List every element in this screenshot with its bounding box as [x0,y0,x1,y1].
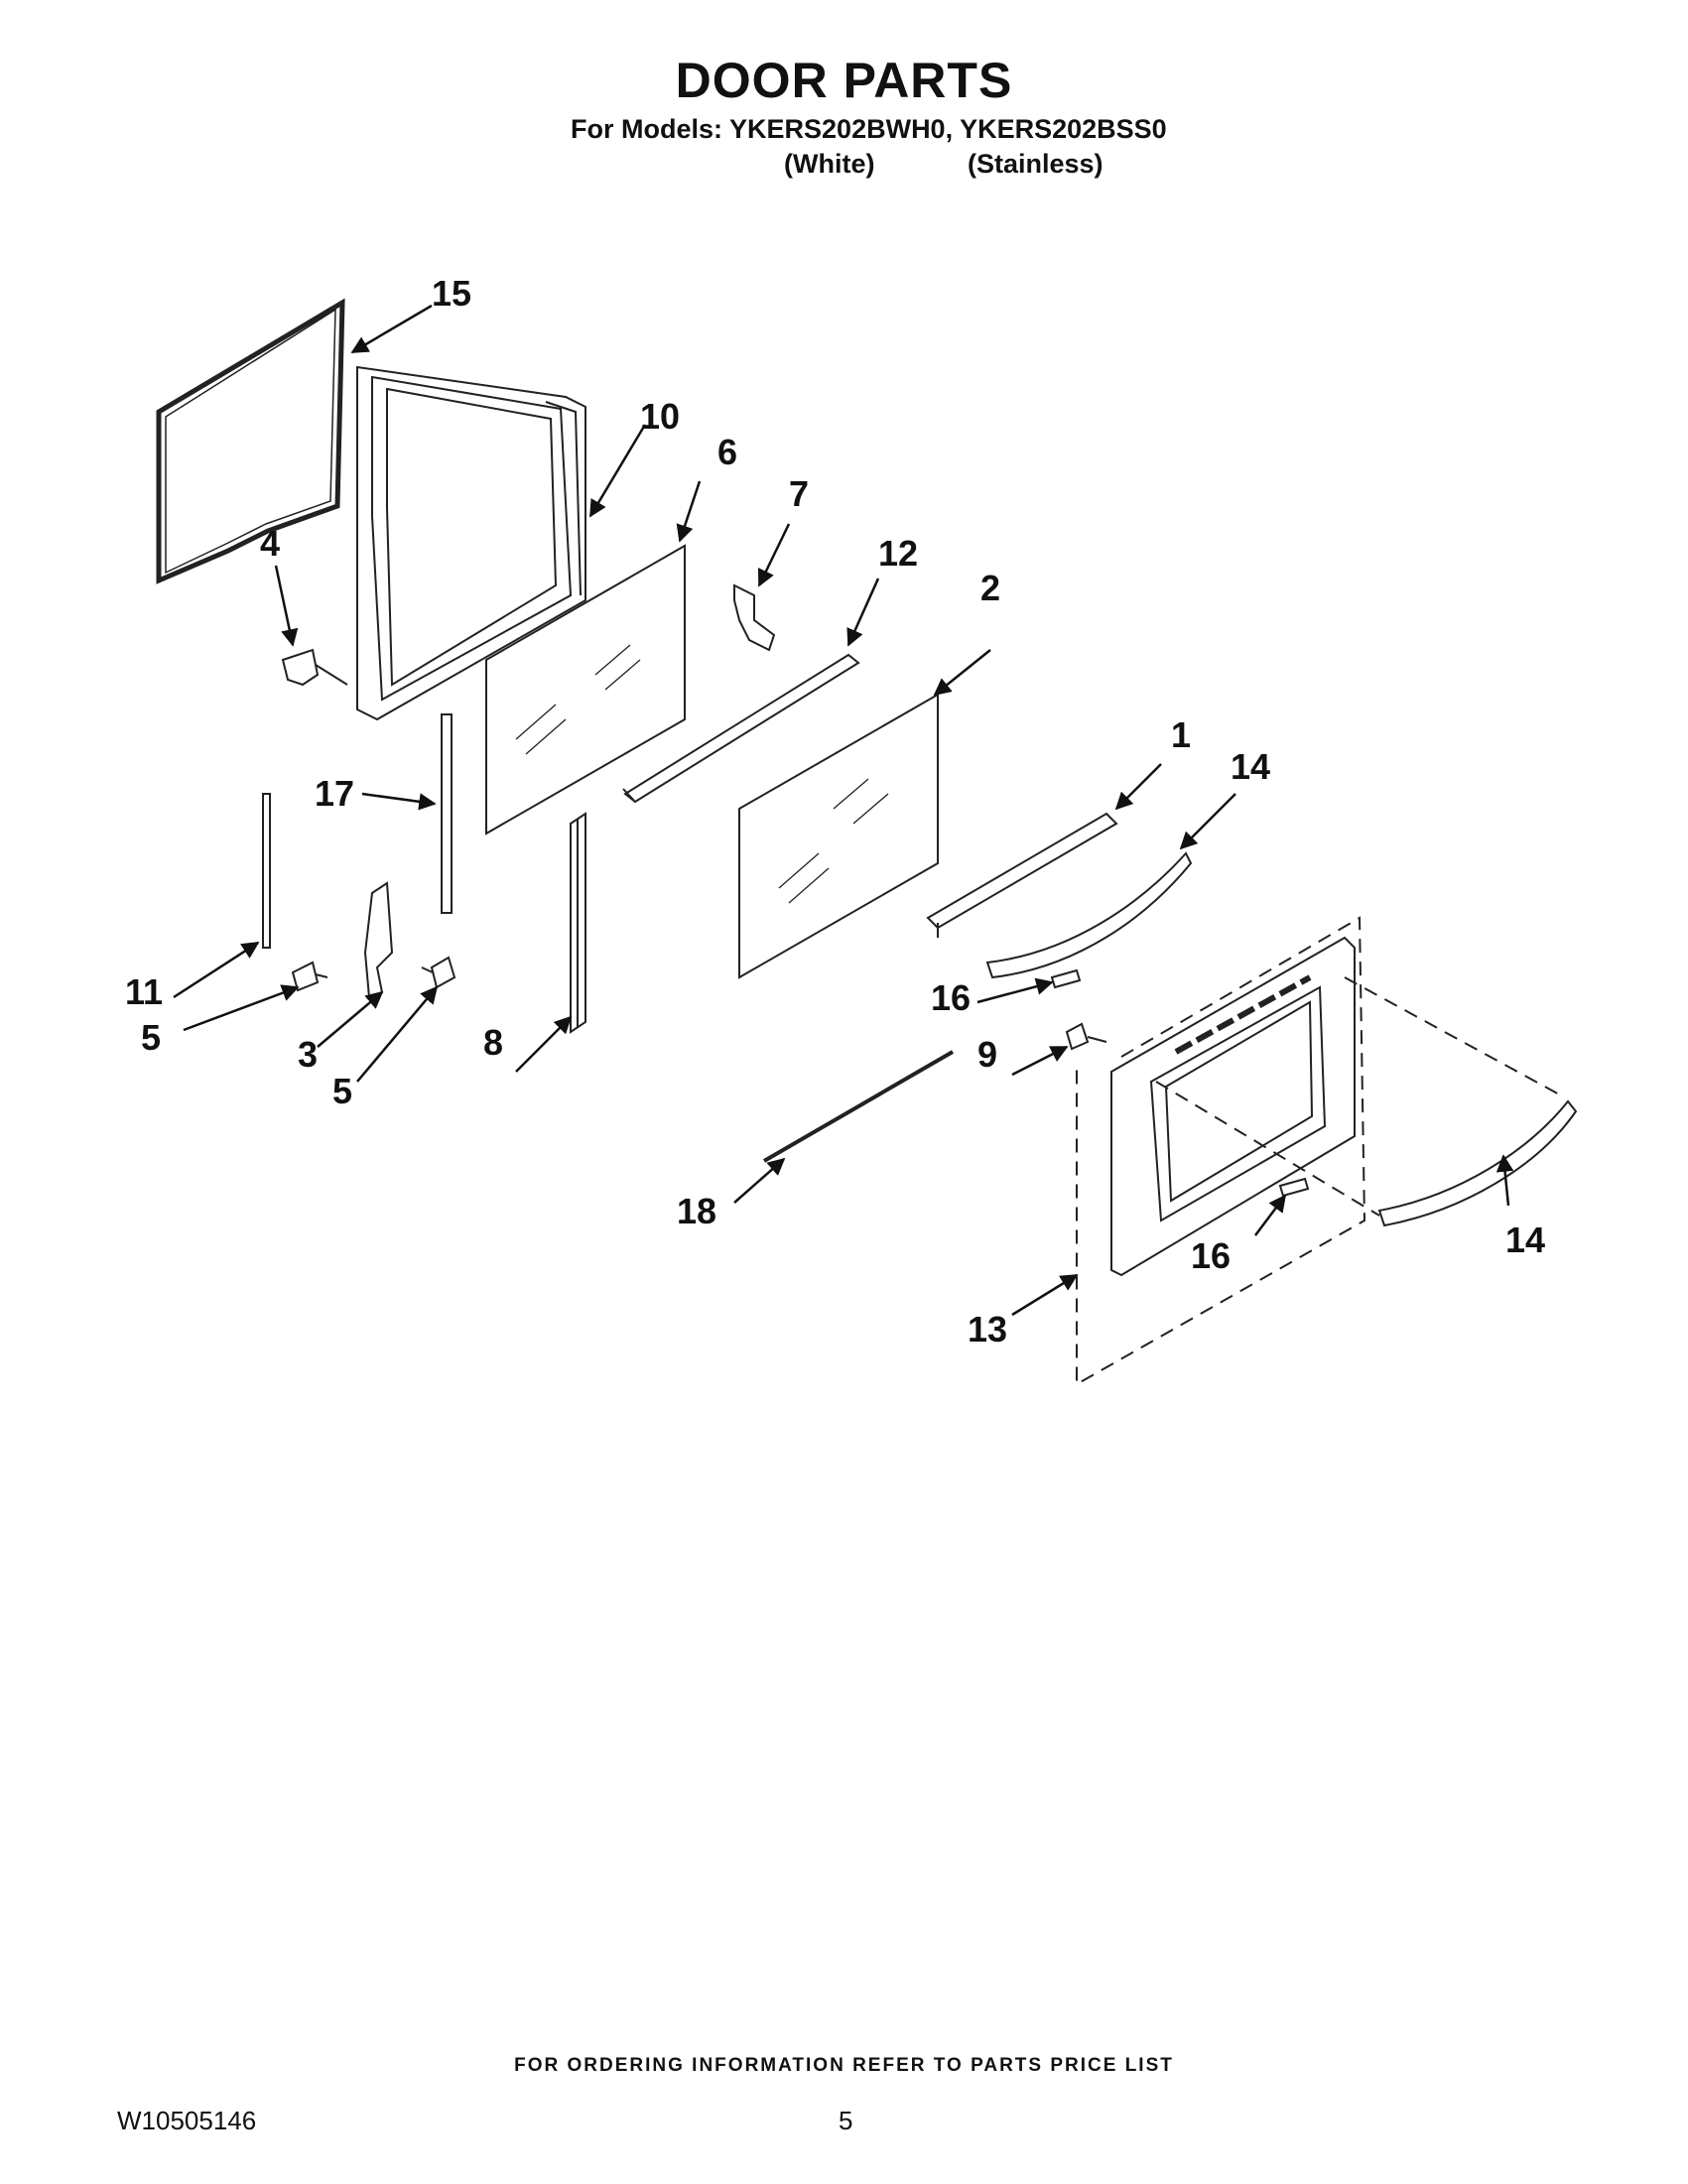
callout-8: 8 [483,1022,503,1063]
leader-arrows [173,304,1514,1317]
callout-17: 17 [315,773,354,814]
callout-4: 4 [260,523,280,564]
upper-handle-part [985,851,1193,979]
callout-1: 1 [1171,714,1191,755]
handle-bracket-part [926,812,1118,938]
callout-13: 13 [968,1309,1007,1349]
callout-14-upper: 14 [1231,746,1270,787]
lower-handle-part [1377,1099,1578,1227]
document-number: W10505146 [117,2106,257,2135]
callout-2: 2 [980,568,1000,608]
callout-15: 15 [432,273,471,314]
page-number: 5 [839,2106,853,2135]
callout-6: 6 [717,432,737,472]
callout-10: 10 [640,396,680,437]
outer-glass-part [738,693,939,979]
side-strip-part [441,713,453,914]
ordering-note: FOR ORDERING INFORMATION REFER TO PARTS … [514,2055,1174,2076]
inner-door-panel-part [356,365,586,721]
page-title: DOOR PARTS [675,53,1013,108]
callout-16-upper: 16 [931,977,971,1018]
end-cap-upper-part [1050,968,1082,989]
callout-5-left: 5 [141,1017,161,1058]
callout-14-lower: 14 [1505,1220,1545,1260]
callout-12: 12 [878,533,918,574]
door-channel-part [570,812,586,1034]
callout-11: 11 [125,971,163,1012]
callout-5-right: 5 [332,1071,352,1111]
door-gasket-part [156,298,345,584]
callout-7: 7 [789,473,809,514]
door-rod-part [762,1050,955,1163]
callout-3: 3 [298,1034,318,1075]
inner-glass-part [485,544,686,835]
variant-white: (White) [784,149,875,179]
callout-16-lower: 16 [1191,1235,1231,1276]
variant-stainless: (Stainless) [968,149,1104,179]
models-line: For Models: YKERS202BWH0, YKERS202BSS0 [571,114,1167,144]
outer-door-part [1110,936,1356,1277]
end-cap-lower-part [1278,1177,1310,1198]
callout-9: 9 [977,1034,997,1075]
side-strip-left-part [262,793,271,949]
clip-part [733,583,776,652]
screw-parts [281,648,1107,1051]
hinge-part [363,881,394,999]
callout-18: 18 [677,1191,716,1231]
glass-channel-part [622,653,860,804]
